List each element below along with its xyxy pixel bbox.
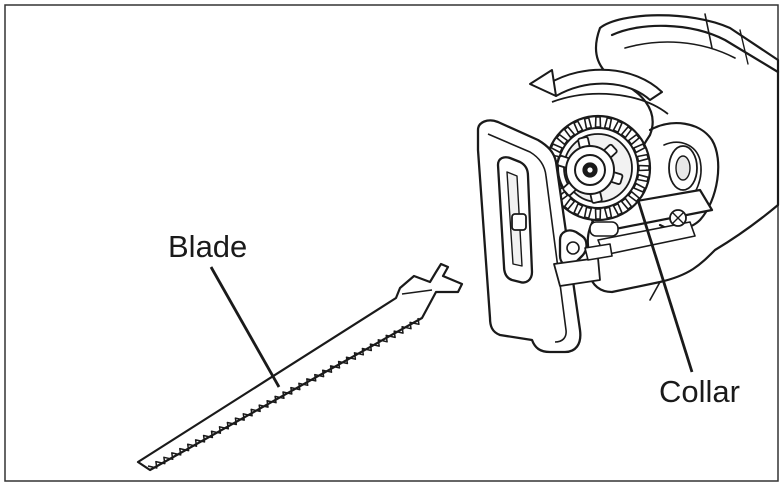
collar — [544, 114, 652, 222]
collar-tooth — [638, 164, 650, 172]
collar-leader-line — [636, 199, 694, 373]
collar-tooth — [594, 116, 602, 128]
blade-leader-line — [209, 266, 281, 388]
collar-label: Collar — [659, 374, 740, 409]
shoe — [476, 119, 613, 354]
rotation-arrow — [529, 68, 669, 115]
blade — [136, 262, 464, 472]
figure-frame — [4, 4, 779, 482]
collar-tooth — [594, 208, 602, 220]
blade-label: Blade — [168, 229, 248, 264]
